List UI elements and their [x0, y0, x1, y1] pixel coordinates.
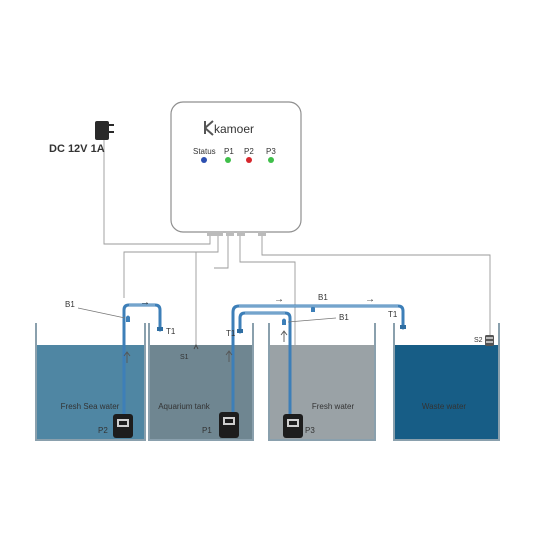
- power-wire: [103, 140, 211, 245]
- leader-lines: [77, 307, 337, 323]
- s2-sensor-icon: [485, 335, 494, 346]
- tube-outlet: [400, 325, 406, 329]
- port: [237, 231, 245, 236]
- tank-label-fresh-water: Fresh water: [312, 402, 355, 411]
- b1-label-left: B1: [65, 300, 75, 309]
- p1-wire: [214, 232, 229, 269]
- p3-wire: [239, 232, 296, 414]
- port: [207, 231, 215, 236]
- t1-label-mid: T1: [226, 329, 236, 338]
- p2-wire: [123, 232, 219, 298]
- brand-label: kamoer: [214, 122, 254, 136]
- tube-outlet: [237, 329, 243, 333]
- tank-label-aquarium: Aquarium tank: [158, 402, 211, 411]
- tank-label-fresh-sea-water: Fresh Sea water: [61, 402, 120, 411]
- power-adapter: [95, 121, 114, 140]
- up-arrows: [123, 330, 288, 363]
- port: [258, 231, 266, 236]
- pump-label-p2: P2: [98, 426, 108, 435]
- indicator-label-p2: P2: [244, 147, 254, 156]
- control-wires: [103, 140, 491, 414]
- p1-indicator-dot: [225, 157, 231, 163]
- power-label: DC 12V 1A: [49, 143, 105, 155]
- controller-box: kamoer: [170, 101, 302, 236]
- b1-label-right: B1: [339, 313, 349, 322]
- indicator-label-p1: P1: [224, 147, 234, 156]
- tube-highlights: [129, 304, 398, 314]
- port: [226, 231, 234, 236]
- flow-arrow: →: [140, 297, 150, 308]
- p2-indicator-dot: [246, 157, 252, 163]
- port: [215, 231, 223, 236]
- p3-indicator-dot: [268, 157, 274, 163]
- b1-label-top: B1: [318, 293, 328, 302]
- tank-waste-water: [393, 323, 500, 441]
- t1-label-right: T1: [388, 310, 398, 319]
- s1-label: S1: [180, 354, 189, 361]
- t1-label-left: T1: [166, 327, 176, 336]
- indicator-label-status: Status: [193, 147, 216, 156]
- tube-outlet: [157, 327, 163, 331]
- s2-label: S2: [474, 337, 483, 344]
- s1-sensor-icon: [193, 343, 199, 350]
- pump-p2-icon: [113, 414, 133, 438]
- pump-p3-icon: [283, 414, 303, 438]
- kamoer-logo-icon: [204, 120, 214, 136]
- flow-arrow: →: [274, 294, 284, 305]
- check-valve-icons: [126, 306, 315, 325]
- s1-wire: [195, 251, 218, 348]
- pump-label-p3: P3: [305, 426, 315, 435]
- status-indicator-dot: [201, 157, 207, 163]
- tank-label-waste-water: Waste water: [422, 402, 466, 411]
- s2-wire: [261, 232, 491, 336]
- pump-p1-icon: [219, 412, 239, 438]
- pump-label-p1: P1: [202, 426, 212, 435]
- flow-arrow: →: [365, 294, 375, 305]
- indicator-label-p3: P3: [266, 147, 276, 156]
